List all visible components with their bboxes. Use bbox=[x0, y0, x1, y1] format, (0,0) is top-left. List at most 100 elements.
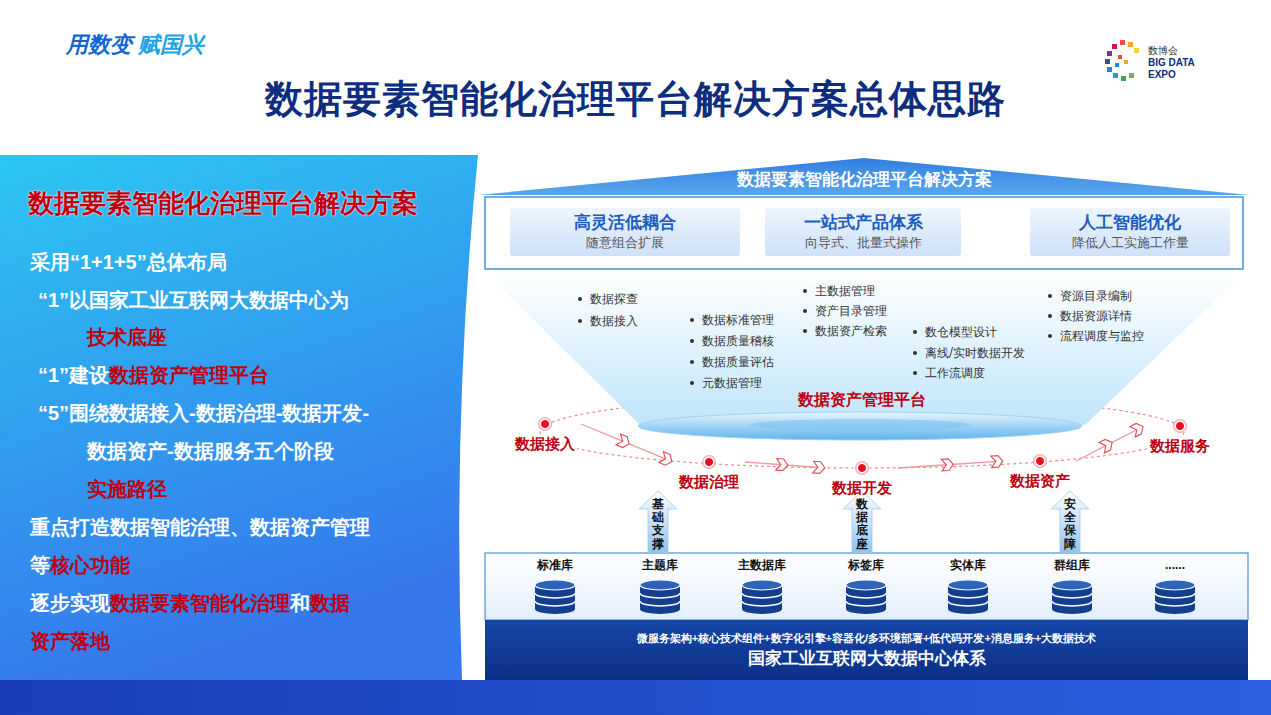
library-node: ...... bbox=[1137, 556, 1213, 618]
funnel-beam bbox=[485, 272, 1245, 425]
bullet-dot bbox=[803, 309, 807, 313]
bullet-text: 流程调度与监控 bbox=[1060, 328, 1144, 344]
stage-node: 数据接入 bbox=[511, 416, 579, 458]
logo-word: BIG DATA bbox=[1148, 56, 1195, 70]
bullet-text: 数据接入 bbox=[590, 313, 638, 329]
platform-title: 数据资产管理平台 bbox=[635, 390, 1089, 409]
bullet-dot bbox=[690, 318, 694, 322]
database-cylinder bbox=[1049, 578, 1095, 616]
body-text: “5”围绕数据接入-数据治理-数据开发-数据资产-数据服务五个阶段 bbox=[38, 402, 369, 462]
feature-bullet: 主数据管理 bbox=[803, 283, 875, 299]
flow-connector bbox=[745, 462, 819, 467]
support-arrow-node: 数据底座 bbox=[842, 491, 882, 553]
card-text: 向导式、批量式操作 bbox=[805, 234, 922, 252]
page-title: 数据要素智能化治理平台解决方案总体思路 bbox=[0, 74, 1271, 125]
feature-card: 高灵活低耦合随意组合扩展 bbox=[510, 208, 740, 256]
stage-label: 数据开发 bbox=[828, 479, 896, 497]
database-cylinder bbox=[739, 578, 785, 616]
bullet-text: 数据标准管理 bbox=[702, 312, 774, 328]
library-name: 标准库 bbox=[537, 556, 573, 574]
body-text: 和 bbox=[290, 592, 310, 614]
card-text: 高灵活低耦合 bbox=[574, 212, 676, 234]
card-text: 降低人工实施工作量 bbox=[1072, 234, 1189, 252]
vertical-label: 安全保障 bbox=[1064, 498, 1076, 551]
foundation-box: 微服务架构+核心技术组件+数字化引擎+容器化/多环境部署+低代码开发+消息服务+… bbox=[485, 620, 1248, 680]
bullet-dot bbox=[1048, 294, 1052, 298]
highlight-text: 数据资产管理平台 bbox=[109, 364, 269, 386]
bullet-text: 数仓模型设计 bbox=[925, 324, 997, 340]
bullet-text: 数据资产检索 bbox=[815, 323, 887, 339]
highlight-text: 数据要素智能化治理 bbox=[110, 592, 290, 614]
highlight-text: 数据要素智能化治理平台解决方案 bbox=[28, 188, 418, 218]
stage-dot bbox=[855, 461, 869, 475]
text-row: 采用“1+1+5”总体布局 bbox=[30, 243, 227, 281]
feature-bullet: 数据资产检索 bbox=[803, 323, 887, 339]
feature-bullet: 数据接入 bbox=[578, 313, 638, 329]
feature-bullet: 流程调度与监控 bbox=[1048, 328, 1144, 344]
library-node: 群组库 bbox=[1034, 556, 1110, 618]
text-row: 实施路径 bbox=[87, 470, 167, 508]
bullet-dot bbox=[803, 329, 807, 333]
vertical-label: 数据底座 bbox=[856, 498, 868, 551]
highlight-text: 核心功能 bbox=[50, 554, 130, 576]
stage-dot bbox=[1173, 419, 1187, 433]
flow-connector bbox=[1076, 429, 1138, 461]
feature-bullet: 数据质量评估 bbox=[690, 354, 774, 370]
feature-bullet: 资源目录编制 bbox=[1048, 288, 1132, 304]
feature-bullet: 数仓模型设计 bbox=[913, 324, 997, 340]
bullet-text: 离线/实时数据开发 bbox=[925, 345, 1025, 361]
solution-box: 数据要素智能化治理平台解决方案高灵活低耦合随意组合扩展一站式产品体系向导式、批量… bbox=[476, 155, 1252, 272]
stage-node: 数据开发 bbox=[828, 460, 896, 502]
bullet-text: 数据探查 bbox=[590, 291, 638, 307]
stage-node: 数据资产 bbox=[1006, 453, 1074, 495]
body-text: “1”以国家工业互联网大数据中心为 bbox=[38, 289, 349, 311]
body-text: 逐步实现 bbox=[30, 592, 110, 614]
feature-bullet: 元数据管理 bbox=[690, 375, 762, 391]
bullet-dot bbox=[913, 351, 917, 355]
bullet-dot bbox=[913, 330, 917, 334]
platform-node: 数据资产管理平台 bbox=[635, 390, 1089, 442]
stage-dot bbox=[1033, 454, 1047, 468]
bullet-text: 主数据管理 bbox=[815, 283, 875, 299]
feature-bullet: 数据质量稽核 bbox=[690, 333, 774, 349]
bullet-dot bbox=[578, 297, 582, 301]
stage-label: 数据服务 bbox=[1146, 437, 1214, 455]
bullet-text: 资源目录编制 bbox=[1060, 288, 1132, 304]
feature-card: 一站式产品体系向导式、批量式操作 bbox=[765, 208, 961, 256]
card-text: 人工智能优化 bbox=[1079, 212, 1181, 234]
bullet-dot bbox=[578, 319, 582, 323]
logo-word: 用数变 bbox=[66, 32, 132, 58]
flow-connector bbox=[898, 461, 997, 468]
highlight-text: 技术底座 bbox=[87, 326, 167, 348]
feature-bullet: 工作流调度 bbox=[913, 365, 985, 381]
stage-label: 数据接入 bbox=[511, 435, 579, 453]
database-cylinder bbox=[1152, 578, 1198, 616]
bullet-dot bbox=[803, 289, 807, 293]
stage-label: 数据资产 bbox=[1006, 472, 1074, 490]
logo-word: 赋国兴 bbox=[138, 32, 204, 58]
bullet-text: 资产目录管理 bbox=[815, 303, 887, 319]
bullet-text: 工作流调度 bbox=[925, 365, 985, 381]
stage-node: 数据服务 bbox=[1146, 418, 1214, 460]
library-node: 主数据库 bbox=[724, 556, 800, 618]
logo-word: 数博会 bbox=[1148, 44, 1178, 58]
expo-logo bbox=[1105, 40, 1139, 81]
solution-header: 数据要素智能化治理平台解决方案 bbox=[476, 168, 1252, 191]
bullet-text: 数据质量评估 bbox=[702, 354, 774, 370]
database-cylinder bbox=[843, 578, 889, 616]
bullet-dot bbox=[690, 360, 694, 364]
library-node: 标准库 bbox=[517, 556, 593, 618]
stage-dot bbox=[702, 455, 716, 469]
database-cylinder bbox=[945, 578, 991, 616]
text-row: “1”建设数据资产管理平台 bbox=[38, 356, 269, 394]
logo-text: BIG DATA bbox=[1148, 56, 1195, 70]
library-node: 实体库 bbox=[930, 556, 1006, 618]
intro-panel: 数据要素智能化治理平台解决方案采用“1+1+5”总体布局 “1”以国家工业互联网大… bbox=[0, 155, 478, 680]
stage-label: 数据治理 bbox=[675, 473, 743, 491]
library-name: ...... bbox=[1165, 556, 1185, 574]
bottom-bar bbox=[0, 680, 1271, 715]
bullet-dot bbox=[913, 371, 917, 375]
logo-text: EXPO bbox=[1148, 68, 1176, 82]
logo-text: 数博会 bbox=[1148, 44, 1178, 58]
bullet-text: 数据质量稽核 bbox=[702, 333, 774, 349]
